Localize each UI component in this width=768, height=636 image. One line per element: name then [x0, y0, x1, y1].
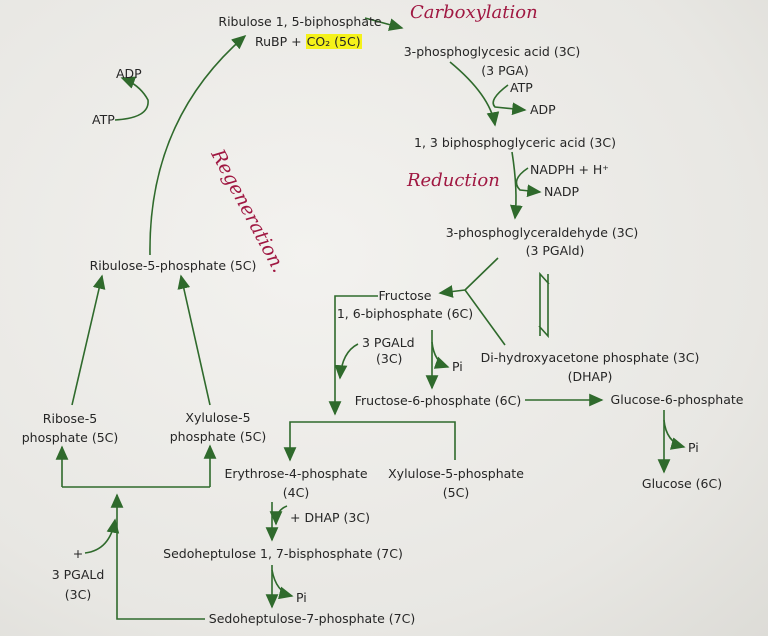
branch-r5p-xy5p [61, 446, 210, 488]
pga-abbr: (3 PGA) [481, 63, 529, 78]
e4p-carbon: (4C) [282, 485, 310, 500]
arrow-pi1 [431, 341, 450, 369]
pgald3b-label: 3 PGALd [51, 567, 105, 582]
xy5p-label-2: phosphate (5C) [169, 429, 267, 444]
arrow-rubp-to-pga [364, 17, 404, 31]
pgald-label: 3-phosphoglyceraldehyde (3C) [445, 225, 639, 240]
pi-label-1: Pi [452, 359, 463, 374]
fbp-label-1: Fructose [378, 288, 432, 303]
dhap-label: Di-hydroxyacetone phosphate (3C) [480, 350, 700, 365]
bpg-label: 1, 3 biphosphoglyceric acid (3C) [414, 135, 616, 150]
rubp-label: Ribulose 1, 5-biphosphate [218, 14, 382, 29]
atp-label: ATP [510, 80, 533, 95]
r5p-label-1: Ribose-5 [42, 411, 98, 426]
g6p-label: Glucose-6-phosphate [610, 392, 744, 407]
arrow-atp-adp [492, 84, 527, 116]
pgald3b-carbon: (3C) [64, 587, 92, 602]
plus-dhap-label: + DHAP (3C) [290, 510, 370, 525]
xy5p-label-1: Xylulose-5 [185, 410, 251, 425]
arrow-r5p-to-ru5p [71, 274, 106, 406]
glucose-label: Glucose (6C) [641, 476, 723, 491]
arrow-pi2 [663, 419, 686, 450]
dhap-abbr: (DHAP) [567, 369, 613, 384]
rubp-prefix: RuBP + [255, 34, 306, 49]
arrow-pi3 [271, 569, 294, 600]
arrow-pga-to-bpg [449, 61, 500, 127]
co2-highlight: CO₂ (5C) [305, 34, 362, 49]
carboxylation-stage-label: Carboxylation [410, 2, 538, 23]
atp-label-2: ATP [92, 112, 115, 127]
adp-label-2: ADP [116, 66, 142, 81]
rubp-co2-label: RuBP + CO₂ (5C) [255, 34, 362, 49]
ru5p-label: Ribulose-5-phosphate (5C) [89, 258, 257, 273]
r5p-label-2: phosphate (5C) [21, 430, 119, 445]
fbp-label-2: 1, 6-biphosphate (6C) [336, 306, 474, 321]
sbp-label: Sedoheptulose 1, 7-bisphosphate (7C) [163, 546, 403, 561]
branch-e4p-x5p [290, 421, 456, 460]
s7p-label: Sedoheptulose-7-phosphate (7C) [208, 611, 416, 626]
pgald3-c-label: (3C) [376, 351, 403, 366]
arrow-s7p-to-pentoses [110, 493, 205, 620]
pgald-abbr: (3 PGAld) [525, 243, 585, 258]
x5p-carbon: (5C) [442, 485, 470, 500]
pi-label-2: Pi [688, 440, 699, 455]
equilibrium-arrows [538, 271, 550, 339]
plus-label: + [72, 546, 84, 561]
arrow-ru5p-to-rubp [149, 34, 247, 256]
nadph-label: NADPH + H⁺ [530, 162, 609, 177]
f6p-label: Fructose-6-phosphate (6C) [354, 393, 522, 408]
e4p-label: Erythrose-4-phosphate [224, 466, 368, 481]
arrow-atp-adp-2 [114, 76, 149, 121]
arrow-dhap-join [269, 505, 288, 526]
pgald3-label: 3 PGALd [362, 335, 415, 350]
arrow-bpg-to-pgald [509, 151, 523, 220]
reduction-stage-label: Reduction [407, 170, 500, 191]
split-lines [440, 257, 506, 346]
arrow-xy5p-to-ru5p [177, 274, 211, 406]
arrow-pgald-join-2 [84, 518, 120, 554]
arrow-nadph-nadp [515, 167, 542, 198]
pga-label: 3-phosphoglycesic acid (3C) [403, 44, 581, 59]
pi-label-3: Pi [296, 590, 307, 605]
arrow-pgald-join [334, 343, 359, 380]
x5p-label: Xylulose-5-phosphate [388, 466, 524, 481]
nadp-label: NADP [544, 184, 580, 199]
adp-label: ADP [530, 102, 556, 117]
